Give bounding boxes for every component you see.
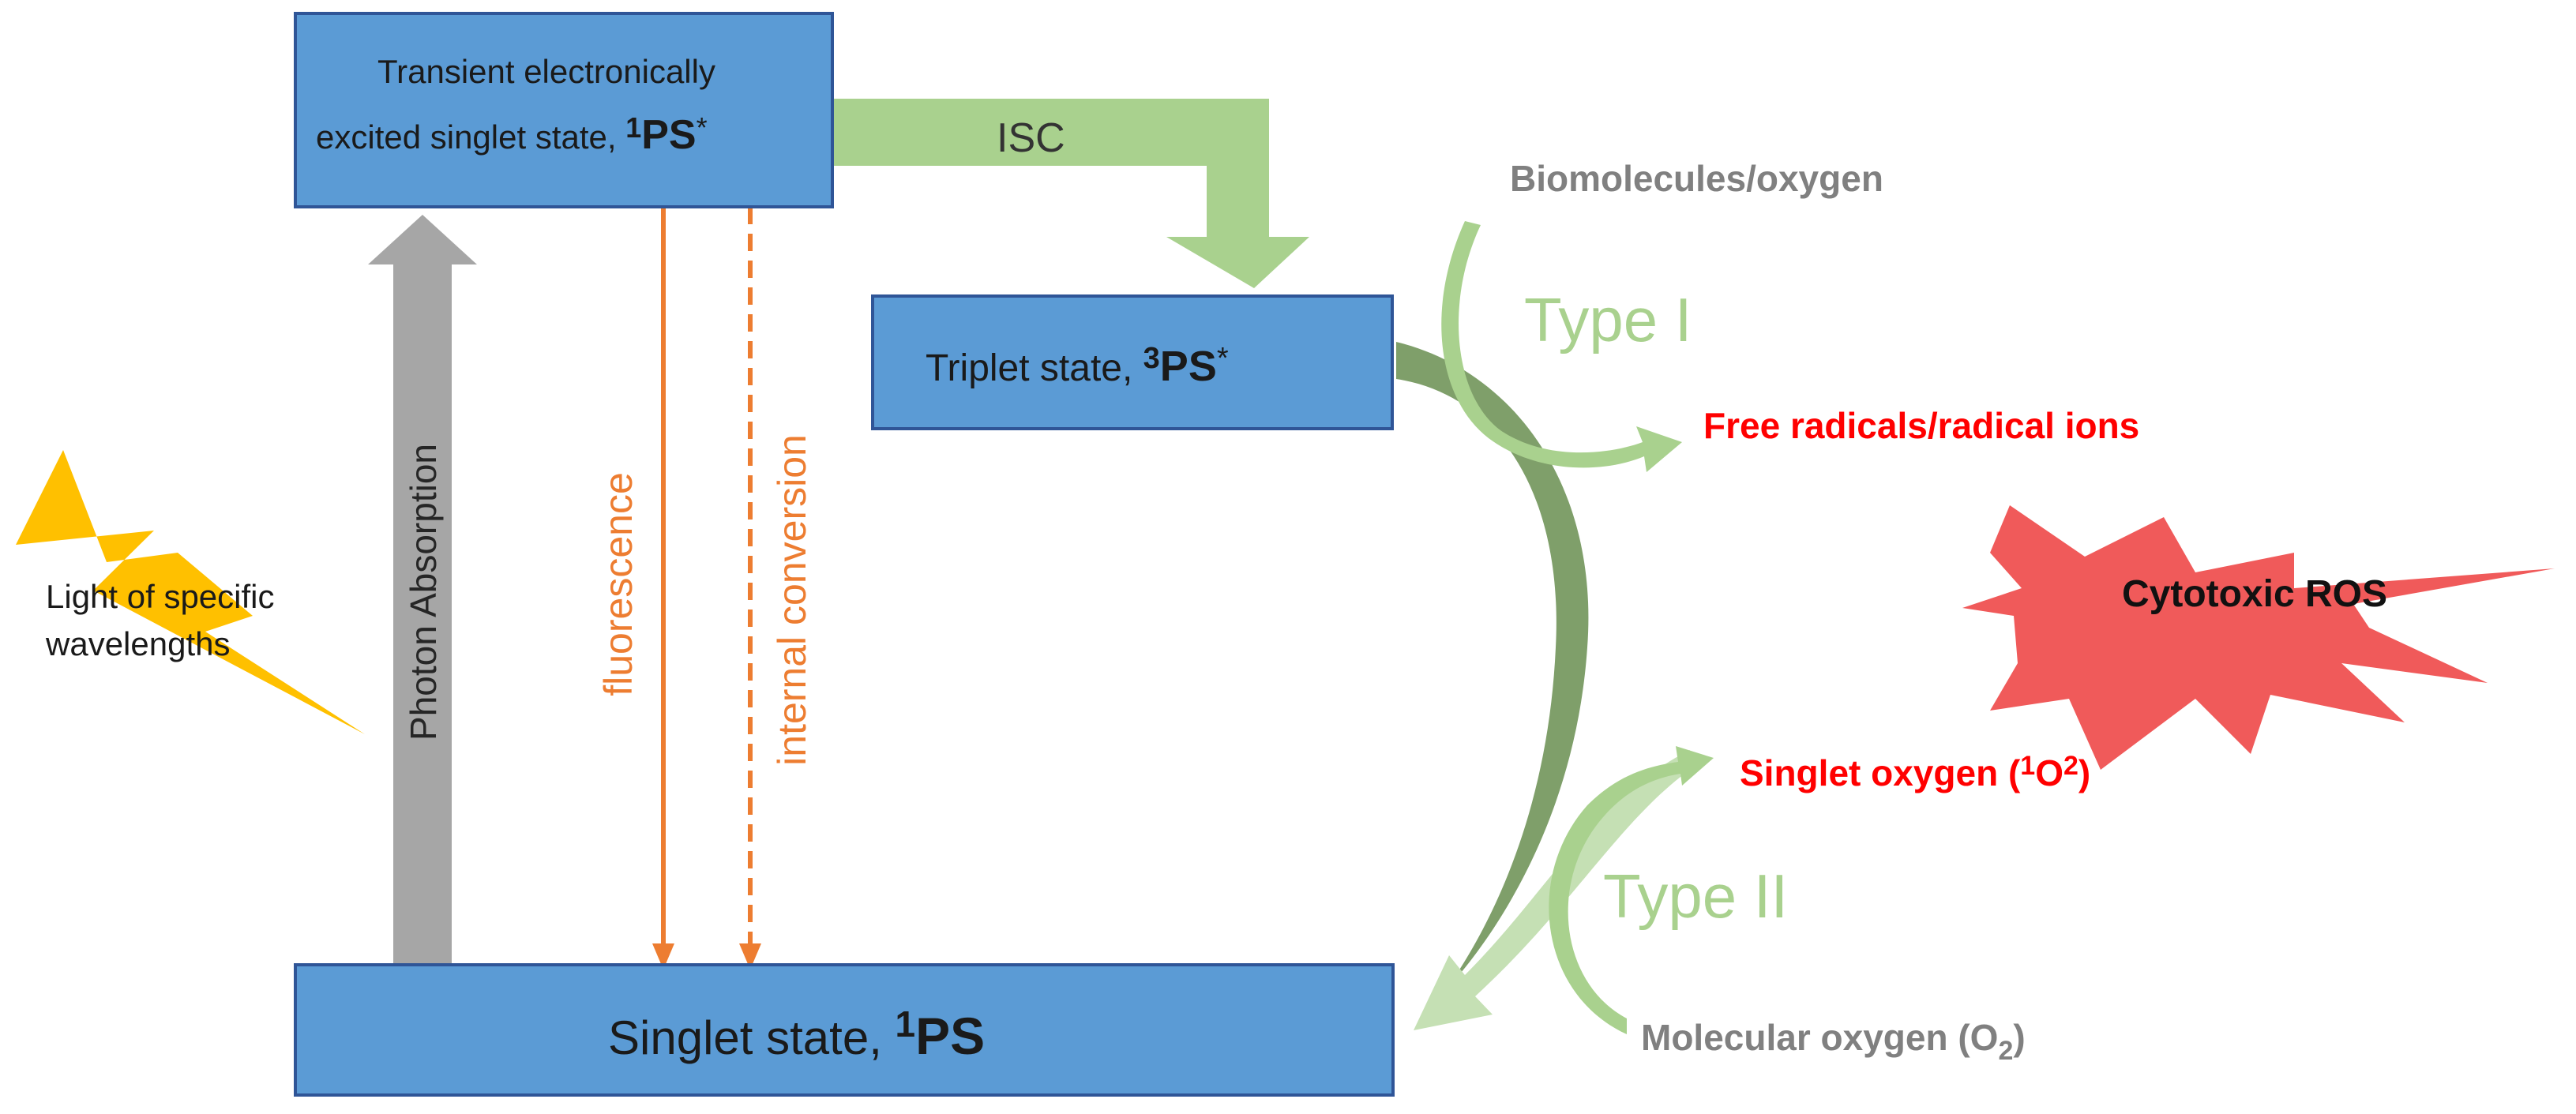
lightning-icon xyxy=(16,450,365,734)
excited-box-star: * xyxy=(697,111,708,144)
ground-box-sup: 1 xyxy=(896,1003,916,1045)
excited-box-sup: 1 xyxy=(625,111,641,144)
triplet-box-ps: PS xyxy=(1160,343,1217,390)
light-label-line2: wavelengths xyxy=(45,625,230,662)
molecular-oxygen-sub: 2 xyxy=(1998,1036,2013,1066)
type2-label: Type II xyxy=(1603,861,1788,931)
internal-conversion-label: internal conversion xyxy=(770,434,814,766)
singlet-oxygen-end: ) xyxy=(2078,752,2090,793)
molecular-oxygen-label: Molecular oxygen (O2) xyxy=(1641,1017,2026,1066)
triplet-box-star: * xyxy=(1217,342,1229,375)
ground-box-ps: PS xyxy=(915,1007,985,1065)
type1-label: Type I xyxy=(1524,285,1692,354)
photon-absorption-label: Photon Absorption xyxy=(403,444,444,741)
excited-box-label: PS xyxy=(641,112,696,158)
fluorescence-label: fluorescence xyxy=(596,472,640,696)
singlet-oxygen-text: Singlet oxygen ( xyxy=(1740,752,2021,793)
singlet-oxygen-sup1: 1 xyxy=(2020,751,2035,781)
ground-box-text: Singlet state, xyxy=(608,1011,896,1064)
excited-box-line1: Transient electronically xyxy=(377,53,715,90)
triplet-box-label: Triplet state, 3PS* xyxy=(926,342,1229,390)
triplet-state-box xyxy=(871,294,1394,430)
molecular-oxygen-text: Molecular oxygen (O xyxy=(1641,1017,1998,1058)
isc-arrow xyxy=(833,99,1309,288)
light-label-line1: Light of specific xyxy=(46,578,275,615)
ros-label: Cytotoxic ROS xyxy=(2122,573,2387,615)
ground-box-label: Singlet state, 1PS xyxy=(608,1003,985,1065)
type1-curve xyxy=(1441,221,1682,472)
internal-conversion-arrowhead xyxy=(739,943,761,970)
triplet-box-text: Triplet state, xyxy=(926,347,1143,389)
excited-state-box xyxy=(294,12,834,208)
free-radicals-label: Free radicals/radical ions xyxy=(1703,405,2139,446)
singlet-oxygen-sup2: 2 xyxy=(2063,751,2078,781)
singlet-oxygen-label: Singlet oxygen (1O2) xyxy=(1740,751,2090,793)
type2-curve xyxy=(1549,746,1714,1034)
singlet-oxygen-o: O xyxy=(2035,752,2063,793)
excited-box-text: excited singlet state, xyxy=(316,118,625,156)
ros-starburst xyxy=(1962,505,2555,770)
ground-state-box xyxy=(294,963,1395,1097)
biomolecules-label: Biomolecules/oxygen xyxy=(1510,158,1883,199)
triplet-to-ground-curve xyxy=(1396,342,1589,991)
molecular-oxygen-end: ) xyxy=(2013,1017,2025,1058)
excited-box-line2: excited singlet state, 1PS* xyxy=(316,111,708,158)
fluorescence-arrowhead xyxy=(652,943,674,970)
triplet-box-sup: 3 xyxy=(1143,342,1160,375)
photon-absorption-arrow xyxy=(368,215,477,965)
isc-label: ISC xyxy=(997,115,1065,161)
